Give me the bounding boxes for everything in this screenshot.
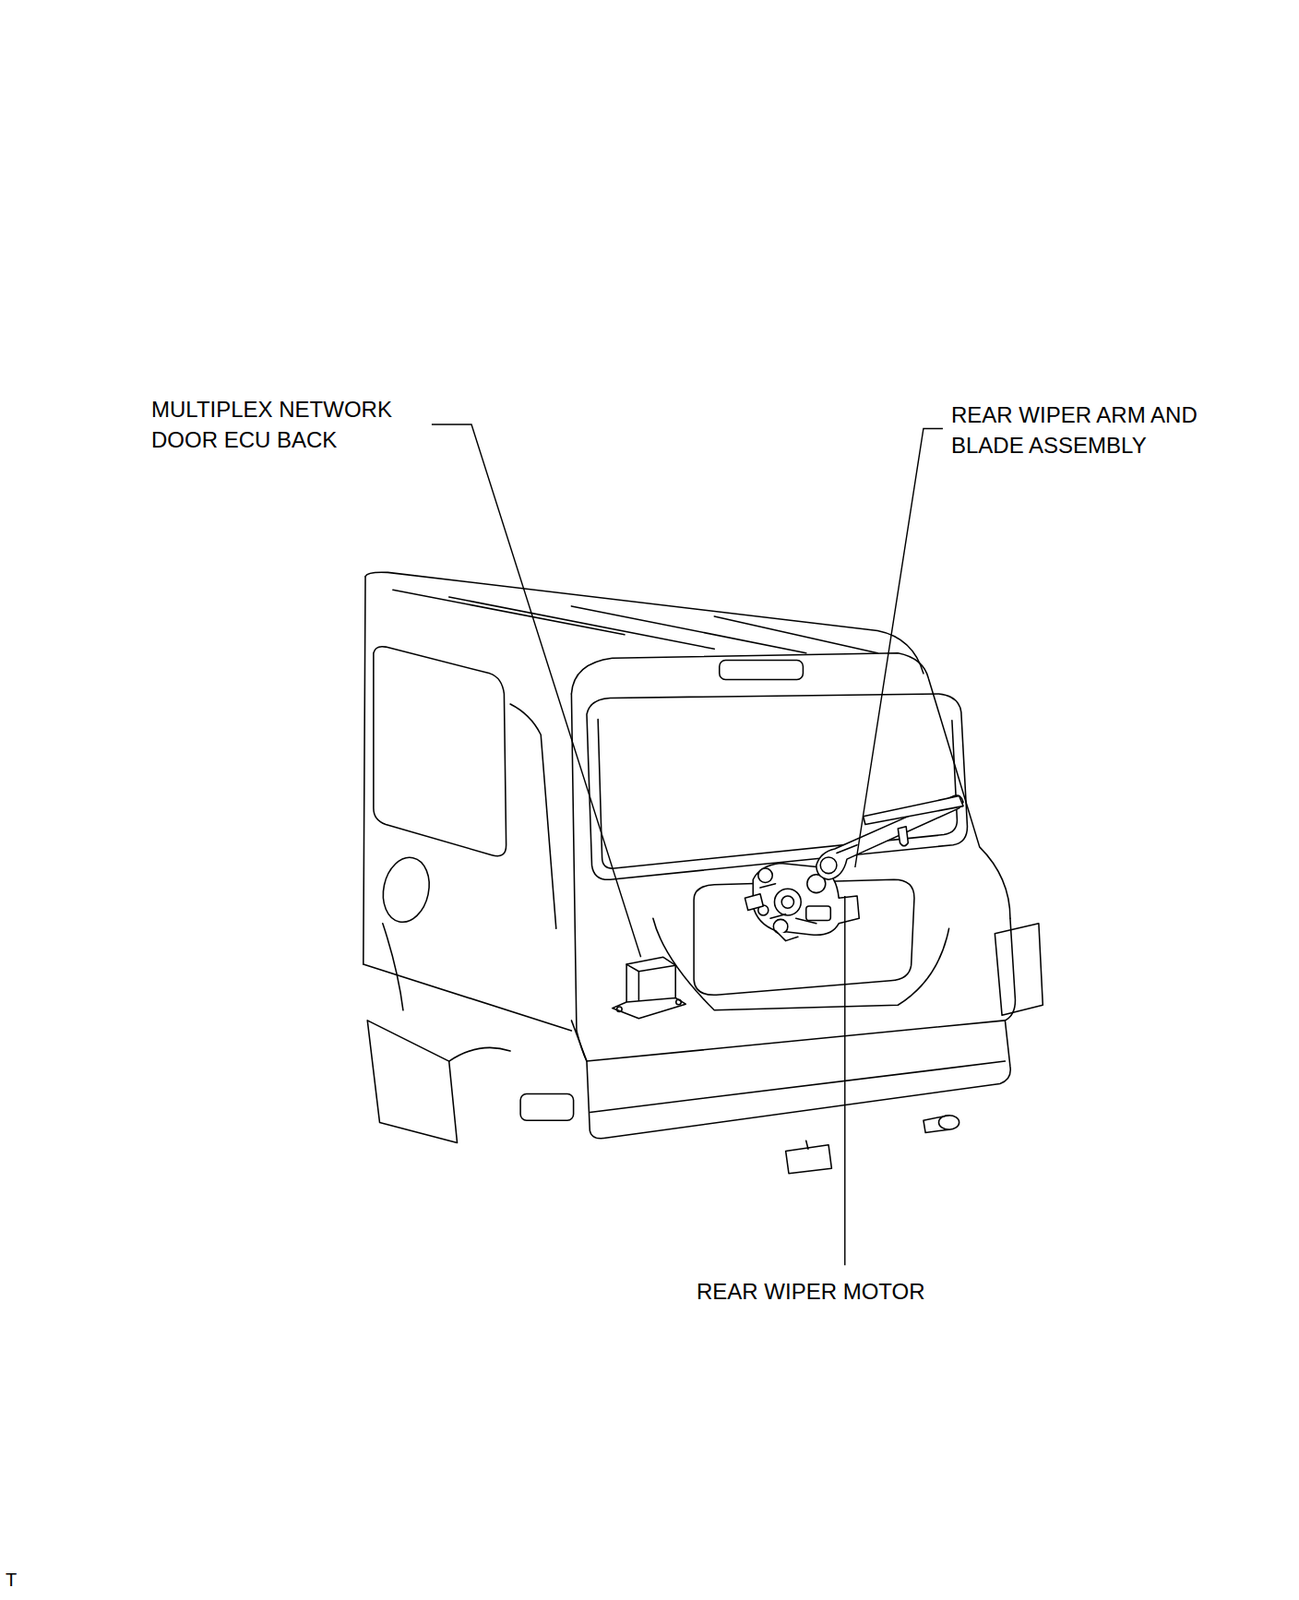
part-label: REAR WIPER ARM AND BLADE ASSEMBLY bbox=[951, 399, 1247, 461]
figure-code: T bbox=[5, 1568, 43, 1591]
leader-lines bbox=[431, 424, 943, 1265]
part-label: REAR WIPER MOTOR bbox=[696, 1275, 1029, 1307]
part-label: MULTIPLEX NETWORK DOOR ECU BACK bbox=[151, 393, 429, 455]
